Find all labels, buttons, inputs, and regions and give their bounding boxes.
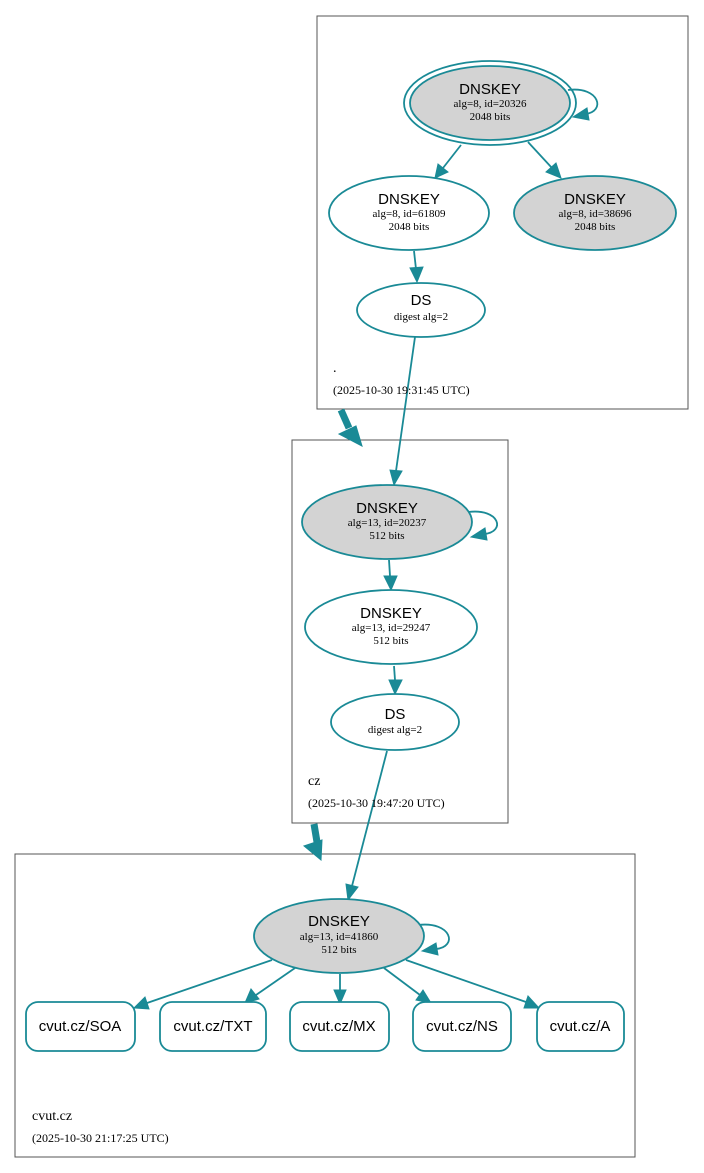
edge-root-ksk-self <box>567 88 598 121</box>
rrset-cvut-txt[interactable]: cvut.cz/TXT <box>159 1001 267 1052</box>
rrset-label: cvut.cz/SOA <box>39 1018 122 1035</box>
delegation-root-to-cz <box>337 408 363 447</box>
zone-cz-timestamp: (2025-10-30 19:47:20 UTC) <box>308 796 445 810</box>
rrset-cvut-soa[interactable]: cvut.cz/SOA <box>25 1001 136 1052</box>
edge-cz-ksk-to-zsk <box>383 559 398 592</box>
node-root-dnskey-61809[interactable]: DNSKEY alg=8, id=61809 2048 bits <box>328 175 490 251</box>
node-key-size: 512 bits <box>321 944 356 956</box>
edge-root-ds-to-cz-ksk <box>389 336 416 487</box>
node-cz-dnskey-20237[interactable]: DNSKEY alg=13, id=20237 512 bits <box>301 484 473 560</box>
edge-cvut-key-to-ns <box>383 967 433 1004</box>
rrset-label: cvut.cz/A <box>550 1018 611 1035</box>
node-key-info: alg=13, id=29247 <box>352 622 431 634</box>
node-key-info: alg=8, id=38696 <box>559 208 632 220</box>
zone-root-box <box>316 15 689 410</box>
zone-cvut-box <box>14 853 636 1158</box>
node-key-info: alg=8, id=61809 <box>373 208 446 220</box>
node-title: DNSKEY <box>378 191 440 208</box>
edge-cz-ds-to-cvut-key <box>345 750 388 902</box>
rrset-label: cvut.cz/MX <box>302 1018 375 1035</box>
node-cz-ds[interactable]: DS digest alg=2 <box>330 693 460 751</box>
node-key-info: alg=13, id=20237 <box>348 517 427 529</box>
node-root-ds[interactable]: DS digest alg=2 <box>356 282 486 338</box>
rrset-label: cvut.cz/NS <box>426 1018 498 1035</box>
node-title: DNSKEY <box>308 913 370 930</box>
rrset-cvut-a[interactable]: cvut.cz/A <box>536 1001 625 1052</box>
edge-root-ksk-to-sep2 <box>527 141 562 179</box>
delegation-cz-to-cvut <box>302 823 323 862</box>
zone-cvut-name: cvut.cz <box>32 1109 72 1124</box>
zone-root-name: . <box>333 361 337 376</box>
node-key-size: 512 bits <box>369 530 404 542</box>
node-title: DNSKEY <box>564 191 626 208</box>
node-root-dnskey-20326[interactable]: DNSKEY alg=8, id=20326 2048 bits <box>403 60 577 146</box>
zone-cvut-timestamp: (2025-10-30 21:17:25 UTC) <box>32 1131 169 1145</box>
node-title: DS <box>411 292 432 309</box>
node-root-dnskey-38696[interactable]: DNSKEY alg=8, id=38696 2048 bits <box>513 175 677 251</box>
edge-cvut-key-to-mx <box>333 974 347 1006</box>
node-key-size: 2048 bits <box>575 221 616 233</box>
zone-cz-name: cz <box>308 774 320 789</box>
node-title: DNSKEY <box>459 81 521 98</box>
edge-cvut-key-to-soa <box>132 959 273 1010</box>
edge-cz-ksk-self <box>467 510 498 541</box>
node-title: DNSKEY <box>356 500 418 517</box>
edge-cz-zsk-to-ds <box>388 665 403 696</box>
rrset-cvut-ns[interactable]: cvut.cz/NS <box>412 1001 512 1052</box>
edge-cvut-key-to-txt <box>244 967 296 1004</box>
zone-root-timestamp: (2025-10-30 19:31:45 UTC) <box>333 383 470 397</box>
rrset-cvut-mx[interactable]: cvut.cz/MX <box>289 1001 390 1052</box>
edge-root-ksk-to-zsk <box>434 144 462 179</box>
node-key-size: 2048 bits <box>470 111 511 123</box>
edge-cvut-key-to-a <box>405 959 541 1009</box>
node-title: DS <box>385 706 406 723</box>
node-key-size: 2048 bits <box>389 221 430 233</box>
node-digest-info: digest alg=2 <box>368 724 422 736</box>
node-cvut-dnskey-41860[interactable]: DNSKEY alg=13, id=41860 512 bits <box>253 898 425 974</box>
node-key-size: 512 bits <box>373 635 408 647</box>
node-digest-info: digest alg=2 <box>394 311 448 323</box>
node-cz-dnskey-29247[interactable]: DNSKEY alg=13, id=29247 512 bits <box>304 589 478 665</box>
edge-root-zsk-to-ds <box>409 250 424 284</box>
node-key-info: alg=13, id=41860 <box>300 931 379 943</box>
edge-cvut-key-self <box>417 923 450 956</box>
rrset-label: cvut.cz/TXT <box>173 1018 252 1035</box>
node-title: DNSKEY <box>360 605 422 622</box>
node-key-info: alg=8, id=20326 <box>454 98 527 110</box>
